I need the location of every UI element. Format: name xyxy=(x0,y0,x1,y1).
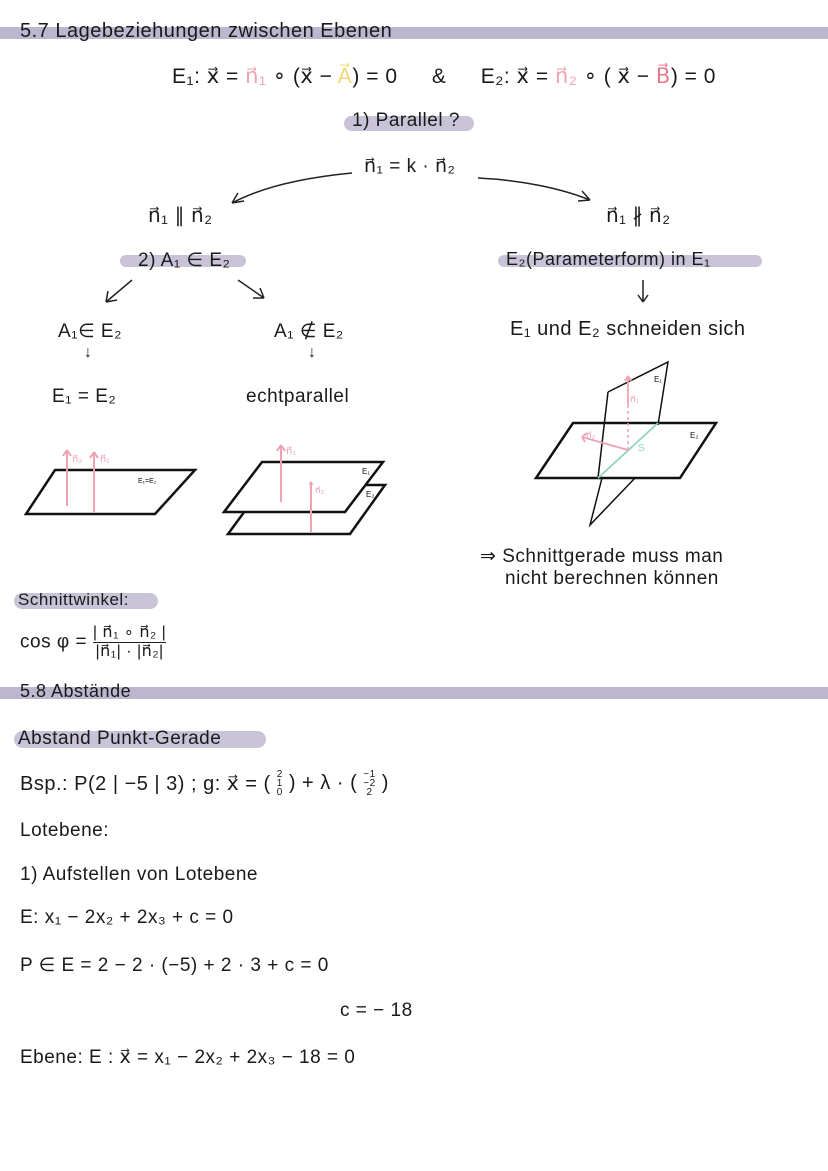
angle-highlight xyxy=(14,593,158,609)
diagram-strict-parallel: n⃗₁ n⃗₂ E₁ E₂ xyxy=(221,444,388,536)
label-e1: E₁ xyxy=(362,467,370,476)
label-n1: n⃗₁ xyxy=(630,394,639,404)
vector-entry: −2 xyxy=(363,778,376,789)
planes-intersect: E₁ und E₂ schneiden sich xyxy=(510,318,746,340)
point-a: A⃗ xyxy=(337,65,353,88)
arrow-down-icon: ↓ xyxy=(84,344,93,361)
lotebene-label: Lotebene: xyxy=(20,820,110,841)
label-e1-e2: E₁=E₂ xyxy=(138,478,157,485)
e1-prefix: E₁: x⃗ = xyxy=(172,65,246,88)
angle-fraction: | n⃗₁ ∘ n⃗₂ ||n⃗₁| · |n⃗₂| xyxy=(92,624,167,661)
normal-arrow-n1 xyxy=(276,444,286,502)
section-header-bar xyxy=(0,27,828,39)
normal-arrow-n2-hidden xyxy=(307,481,315,510)
step1-highlight xyxy=(344,116,474,131)
strict-parallel: echtparallel xyxy=(246,386,350,407)
label-n1: n⃗₁ xyxy=(100,454,110,465)
point-in-plane: A₁∈ E₂ xyxy=(58,321,122,342)
plane-shape xyxy=(23,468,198,516)
step2-highlight xyxy=(120,255,246,267)
collinear-condition: n⃗₁ = k · n⃗₂ xyxy=(364,156,456,177)
insert-point: P ∈ E = 2 − 2 · (−5) + 2 · 3 + c = 0 xyxy=(20,955,329,976)
example-end: ) xyxy=(381,772,389,794)
section-header-bar xyxy=(0,687,828,699)
label-e2: E₂ xyxy=(690,431,698,440)
vector-entry: 0 xyxy=(276,787,283,798)
param-label: E₂(Parameterform) in E₁ xyxy=(506,249,711,269)
vector-entry: −1 xyxy=(363,769,376,780)
subtitle: Abstand Punkt-Gerade xyxy=(18,728,222,749)
label-s: S xyxy=(638,443,645,454)
angle-denominator: |n⃗₁| · |n⃗₂| xyxy=(95,643,164,660)
vector-entry: 1 xyxy=(276,778,283,789)
note-line-1: ⇒ Schnittgerade muss man xyxy=(480,546,724,567)
and-sign: & xyxy=(431,65,447,88)
identical-planes: E₁ = E₂ xyxy=(52,386,117,407)
step1-label: 1) Aufstellen von Lotebene xyxy=(20,864,259,885)
note-line-2: nicht berechnen können xyxy=(505,568,719,589)
parallel-normals: n⃗₁ ∥ n⃗₂ xyxy=(148,205,213,227)
normal-arrow-n2 xyxy=(581,432,629,451)
arrow-right-icon xyxy=(477,177,591,202)
arrow-down-left-icon xyxy=(105,279,133,303)
arrow-down-right-icon xyxy=(237,279,265,299)
angle-numerator: | n⃗₁ ∘ n⃗₂ | xyxy=(92,624,167,643)
label-n2: n⃗₂ xyxy=(315,485,325,495)
arrow-down-icon: ↓ xyxy=(308,344,317,361)
flow-arrows xyxy=(105,172,649,303)
diagram-intersecting-planes: E₁ n⃗₁ n⃗₂ E₂ S xyxy=(533,360,719,528)
normal-arrow-n1-top xyxy=(624,375,632,405)
not-parallel-normals: n⃗₁ ∦ n⃗₂ xyxy=(606,205,671,227)
diagram-identical-planes: n⃗₂ n⃗₁ E₁=E₂ xyxy=(23,449,198,516)
plane-e2 xyxy=(533,421,719,480)
section-title: 5.8 Abstände xyxy=(20,681,132,701)
angle-lhs: cos φ = xyxy=(20,631,88,653)
angle-title: Schnittwinkel: xyxy=(18,590,129,609)
normal-arrow-n1 xyxy=(89,451,99,512)
label-n1: n⃗₁ xyxy=(286,446,296,457)
e1-end: ) = 0 xyxy=(352,65,398,88)
angle-formula: cos φ = | n⃗₁ ∘ n⃗₂ ||n⃗₁| · |n⃗₂| xyxy=(20,624,167,661)
normal-n2: n⃗₂ xyxy=(554,65,578,88)
section-title: 5.7 Lagebeziehungen zwischen Ebenen xyxy=(20,20,393,42)
subtitle-highlight xyxy=(14,731,266,748)
e2-mid: ∘ ( x⃗ − xyxy=(577,65,656,88)
plane-e1-edge xyxy=(597,391,609,479)
vector-entry: 2 xyxy=(366,787,373,798)
arrow-left-icon xyxy=(231,172,353,204)
result-plane: Ebene: E : x⃗ = x₁ − 2x₂ + 2x₃ − 18 = 0 xyxy=(20,1047,356,1068)
label-e2: E₂ xyxy=(366,490,374,499)
label-n2: n⃗₂ xyxy=(586,430,596,440)
c-value: c = − 18 xyxy=(340,1000,413,1021)
e2-prefix: E₂: x⃗ = xyxy=(480,65,555,88)
step1-label: 1) Parallel ? xyxy=(352,110,460,131)
normal-n1: n⃗₁ xyxy=(245,65,267,88)
step2-label: 2) A₁ ∈ E₂ xyxy=(138,250,231,271)
normal-arrow-n2 xyxy=(62,449,72,506)
point-not-in-plane: A₁ ∉ E₂ xyxy=(274,321,344,342)
plane-equations: E₁: x⃗ = n⃗₁ ∘ (x⃗ − A⃗) = 0 & E₂: x⃗ = … xyxy=(172,64,716,89)
label-e1: E₁ xyxy=(654,375,662,384)
param-highlight xyxy=(498,255,762,267)
e2-end: ) = 0 xyxy=(670,65,716,88)
plane-equation: E: x₁ − 2x₂ + 2x₃ + c = 0 xyxy=(20,907,234,928)
plane-e1 xyxy=(221,460,386,514)
arrow-down-icon xyxy=(637,280,649,303)
example-mid: ) + λ · ( xyxy=(288,772,358,794)
vector-entry: 2 xyxy=(276,769,283,780)
e1-mid: ∘ (x⃗ − xyxy=(266,65,338,88)
label-n2: n⃗₂ xyxy=(72,454,82,465)
example-prefix: Bsp.: P(2 | −5 | 3) ; g: x⃗ = ( xyxy=(20,773,271,795)
intersection-line-s xyxy=(597,422,659,479)
point-b: B⃗ xyxy=(655,65,671,88)
